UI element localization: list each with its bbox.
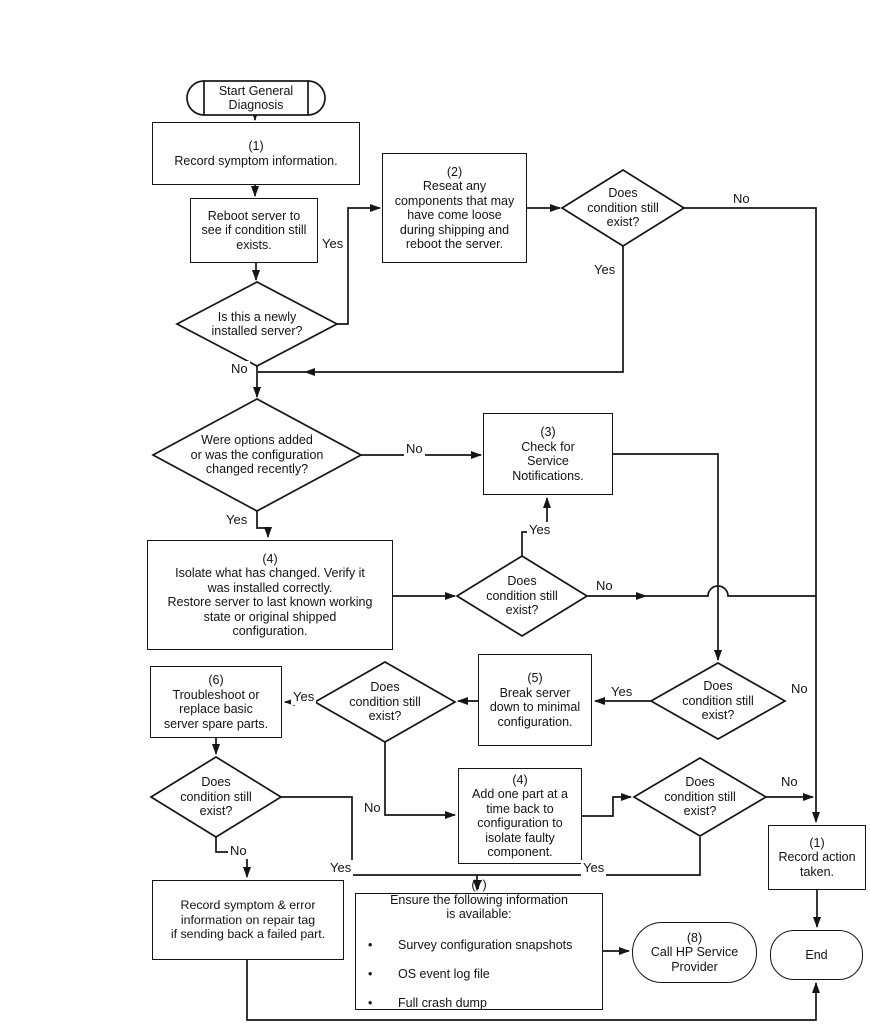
step-number: (1) — [248, 139, 264, 153]
edge-label-no: No — [594, 578, 615, 594]
diamond-cond6 — [632, 757, 768, 837]
diamond-cond2 — [455, 555, 589, 637]
diamond-cond1 — [560, 168, 686, 248]
decision-options-changed: Were options added or was the configurat… — [190, 433, 324, 477]
process-add-one-part: (4) Add one part at a time back to confi… — [458, 768, 582, 864]
process-label: Add one part at a time back to configura… — [472, 787, 568, 859]
process-label: Reboot server to see if condition still … — [201, 208, 307, 252]
edge-label-no: No — [404, 441, 425, 457]
process-check-service-notifications: (3) Check for Service Notifications. — [483, 413, 613, 495]
process-label: Record action taken. — [778, 850, 856, 879]
diamond-cond5 — [149, 756, 283, 838]
process-reboot-server: Reboot server to see if condition still … — [190, 198, 318, 263]
diamond-cond3 — [649, 662, 787, 740]
diamond-newly-installed — [175, 281, 339, 367]
step-number: (6) — [208, 673, 224, 687]
decision-newly-installed: Is this a newly installed server? — [211, 309, 303, 339]
decision-cond4: Does condition still exist? — [349, 680, 421, 724]
process-troubleshoot-spare-parts: (6) Troubleshoot or replace basic server… — [150, 666, 282, 738]
process-reseat-components: (2) Reseat any components that may have … — [382, 153, 527, 263]
decision-cond6: Does condition still exist? — [664, 775, 736, 819]
step-number: (1) — [809, 835, 825, 850]
process-break-server-minimal: (5) Break server down to minimal configu… — [478, 654, 592, 746]
process-record-action-taken: (1) Record action taken. — [768, 825, 866, 890]
process-label: Record symptom information. — [174, 153, 338, 168]
process-record-symptom: (1) Record symptom information. — [152, 122, 360, 185]
decision-cond5: Does condition still exist? — [180, 775, 252, 819]
terminator-label: End — [805, 947, 828, 962]
terminator-label: Call HP Service Provider — [650, 945, 739, 974]
process-label: Isolate what has changed. Verify it was … — [167, 566, 373, 638]
terminator-start: Start General Diagnosis — [198, 82, 314, 114]
process-record-repair-tag: Record symptom & error information on re… — [152, 880, 344, 960]
process-ensure-information: (7) Ensure the following information is … — [355, 878, 603, 1010]
decision-diamond-shapes — [149, 168, 787, 838]
list-item: Full crash dump — [368, 996, 602, 1011]
information-checklist: Survey configuration snapshots OS event … — [356, 924, 602, 1026]
step-number: (8) — [686, 930, 703, 945]
edge-label-no: No — [789, 681, 810, 697]
diamond-cond4 — [313, 661, 457, 743]
edge-label-yes: Yes — [224, 512, 250, 528]
edge-label-no: No — [228, 843, 249, 859]
process-label: Record symptom & error information on re… — [170, 898, 326, 942]
list-item: Survey configuration snapshots — [368, 938, 602, 953]
step-number: (7) — [471, 878, 487, 892]
step-number: (2) — [446, 164, 463, 179]
step-number: (4) — [262, 551, 278, 566]
process-label: Ensure the following information is avai… — [390, 892, 568, 922]
step-number: (5) — [527, 671, 543, 685]
edge-label-yes: Yes — [320, 236, 346, 252]
step-number: (4) — [512, 772, 528, 787]
edge-label-yes: Yes — [581, 860, 607, 876]
decision-cond1: Does condition still exist? — [587, 186, 659, 230]
process-label: Check for Service Notifications. — [512, 439, 584, 483]
edge-label-no: No — [362, 800, 383, 816]
terminator-end: End — [770, 930, 863, 980]
diamond-options-changed — [151, 398, 363, 512]
terminator-start-label: Start General Diagnosis — [218, 83, 294, 113]
list-item: OS event log file — [368, 967, 602, 982]
process-label: Reseat any components that may have come… — [394, 179, 515, 251]
decision-cond2: Does condition still exist? — [486, 574, 558, 618]
edge-label-yes: Yes — [609, 684, 635, 700]
edge-label-yes: Yes — [291, 689, 317, 705]
process-isolate-changed: (4) Isolate what has changed. Verify it … — [147, 540, 393, 650]
process-label: Troubleshoot or replace basic server spa… — [163, 687, 269, 731]
start-terminator-shape — [186, 80, 326, 116]
edge-label-yes: Yes — [527, 522, 553, 538]
step-number: (3) — [540, 425, 556, 439]
process-label: Break server down to minimal configurati… — [489, 685, 581, 729]
edge-label-yes: Yes — [328, 860, 354, 876]
edge-label-yes: Yes — [592, 262, 618, 278]
decision-cond3: Does condition still exist? — [682, 679, 754, 723]
terminator-call-hp-service: (8) Call HP Service Provider — [632, 922, 757, 983]
edge-label-no: No — [229, 361, 250, 377]
edge-label-no: No — [779, 774, 800, 790]
edge-label-no: No — [731, 191, 752, 207]
